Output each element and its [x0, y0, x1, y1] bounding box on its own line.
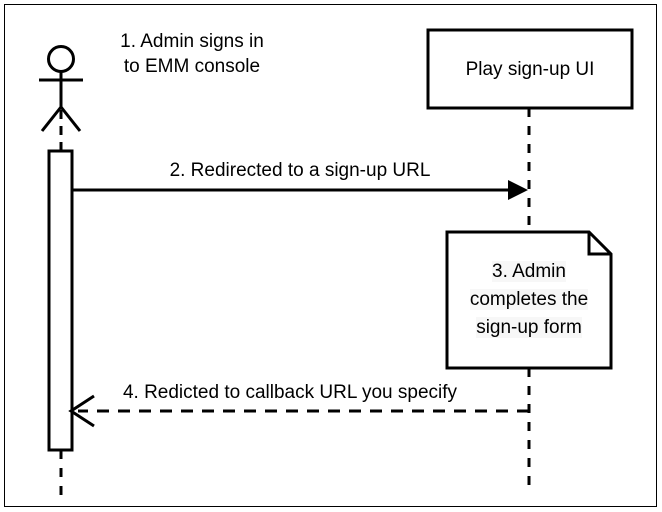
message-2-label: 2. Redirected to a sign-up URL: [169, 160, 431, 181]
participant-box: [426, 28, 634, 110]
actor-caption-line-2: to EMM console: [123, 56, 261, 77]
message-4-label: 4. Redicted to callback URL you specify: [122, 382, 458, 403]
note-line-2: completes the: [469, 289, 589, 310]
note-line-3: sign-up form: [476, 317, 582, 338]
note-caption: 3. Admin completes the sign-up form: [447, 258, 611, 342]
participant-label: Play sign-up UI: [465, 59, 595, 80]
actor-caption: 1. Admin signs in to EMM console: [92, 29, 292, 79]
message-4-arrow: [68, 394, 529, 428]
message-2-arrow: [71, 180, 528, 200]
actor-caption-line-1: 1. Admin signs in: [120, 31, 264, 52]
note-line-1: 3. Admin: [492, 261, 566, 282]
actor-activation-bar: [47, 149, 74, 452]
actor-stick-figure: [39, 45, 83, 132]
diagram-border: [4, 4, 657, 507]
